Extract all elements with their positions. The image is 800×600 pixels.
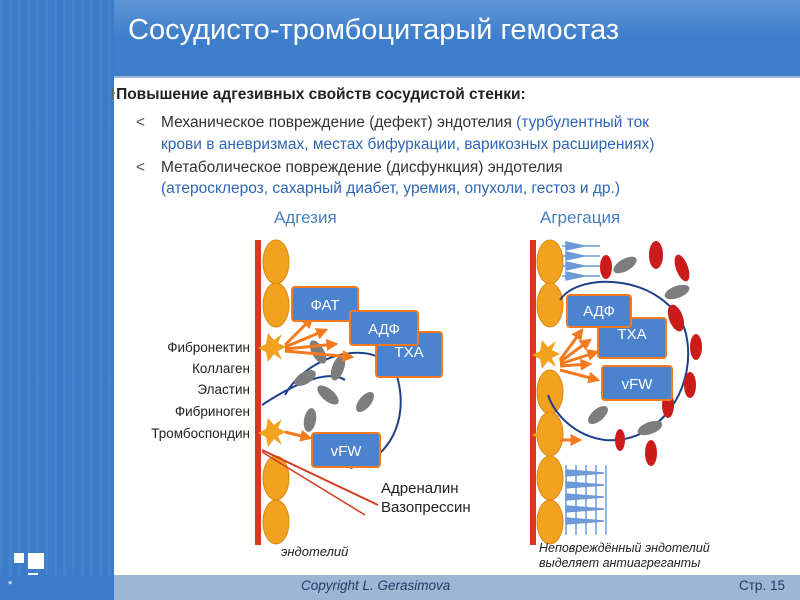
erythrocyte xyxy=(667,304,685,332)
protein-label-collagen: Коллаген xyxy=(192,361,250,376)
sidebar-panel xyxy=(0,0,114,600)
logo-square xyxy=(28,553,44,569)
bullet-arrow-icon: < xyxy=(136,159,146,176)
hormone-label-vasopressin: Вазопрессин xyxy=(381,499,471,516)
endothelial-cell xyxy=(262,239,290,285)
damage-spark-icon xyxy=(532,420,560,449)
platelet xyxy=(317,385,339,405)
erythrocytes xyxy=(600,241,702,466)
sidebar-pattern xyxy=(0,0,114,600)
platelet xyxy=(303,408,317,432)
endothelial-cell xyxy=(262,499,290,545)
bullet-1-line-1: Механическое повреждение (дефект) эндоте… xyxy=(161,112,649,133)
endothelial-cell xyxy=(536,282,564,328)
footer-band xyxy=(114,575,800,600)
intact-endothelium-caption-1: Неповреждённый эндотелий xyxy=(539,541,710,555)
endothelium-cells-left xyxy=(262,239,290,545)
title-bar-highlight xyxy=(114,0,800,38)
bullet-arrow-icon: < xyxy=(136,114,146,131)
erythrocyte xyxy=(600,255,612,279)
logo-square xyxy=(14,553,24,563)
endothelial-cell xyxy=(262,455,290,501)
bullet-1-text: Механическое повреждение (дефект) эндоте… xyxy=(161,114,517,131)
erythrocyte xyxy=(684,372,696,398)
aggregation-title: Агрегация xyxy=(540,208,621,227)
protein-label-fibronectin: Фибронектин xyxy=(167,340,250,355)
bullet-2-detail: (атеросклероз, сахарный диабет, уремия, … xyxy=(161,180,620,197)
erythrocyte xyxy=(645,440,657,466)
vessel-wall-left xyxy=(255,240,261,545)
protein-label-fibrinogen: Фибриноген xyxy=(174,404,250,419)
hormone-label-adrenaline: Адреналин xyxy=(381,480,459,497)
endothelial-cell xyxy=(536,455,564,501)
adhesion-title: Адгезия xyxy=(274,208,337,227)
heading-bullet-marker: ɫ xyxy=(110,86,116,103)
vessel-line xyxy=(261,451,366,516)
txa-label-left: ТХА xyxy=(394,344,423,361)
vfw-box-right xyxy=(601,365,673,401)
intact-endothelium-caption-2: выделяет антиагреганты xyxy=(539,556,701,570)
title-bar xyxy=(114,0,800,76)
endothelial-cell xyxy=(262,282,290,328)
damage-spark-icon xyxy=(258,333,286,362)
endothelial-cell xyxy=(536,239,564,285)
txa-label-right: ТХА xyxy=(617,326,646,343)
heading-text: Повышение адгезивных свойств сосудистой … xyxy=(116,86,526,103)
platelet xyxy=(294,370,316,386)
antiaggregant-flags-bottom xyxy=(565,465,607,535)
platelet xyxy=(637,420,663,436)
title-divider xyxy=(114,76,800,78)
bullet-1-detail-end: крови в аневризмах, местах бифуркации, в… xyxy=(161,136,655,153)
vessel-wall-right xyxy=(530,240,536,545)
adp-label-left: АДФ xyxy=(368,321,400,338)
erythrocyte xyxy=(690,334,702,360)
platelet xyxy=(330,355,346,381)
release-arrows-left xyxy=(283,316,355,442)
vfw-label-left: vFW xyxy=(331,443,363,460)
erythrocyte xyxy=(615,429,625,451)
endothelial-cell xyxy=(536,369,564,415)
adp-box-left xyxy=(349,310,419,346)
adp-box-right xyxy=(566,294,632,328)
platelet xyxy=(356,392,374,412)
section-heading: ɫПовышение адгезивных свойств сосудистой… xyxy=(110,86,526,104)
antiaggregant-flags-top xyxy=(562,241,600,281)
endothelium-label: эндотелий xyxy=(281,544,349,559)
aggregate-outline xyxy=(547,280,690,442)
endothelium-cells-right xyxy=(536,239,564,545)
fat-box xyxy=(291,286,359,322)
footer-bar xyxy=(0,575,800,600)
damage-spark-icon xyxy=(532,340,560,369)
vfw-box-left xyxy=(311,432,381,468)
erythrocyte xyxy=(649,241,663,269)
copyright-text: Copyright L. Gerasimova xyxy=(301,578,451,593)
protein-label-thrombospondin: Тромбоспондин xyxy=(151,426,250,441)
footer-marker: * xyxy=(8,579,13,591)
endothelial-cell xyxy=(536,499,564,545)
page-number: Стр. 15 xyxy=(739,578,785,593)
vessel-line xyxy=(261,449,379,506)
platelet xyxy=(588,406,608,424)
platelet-membrane-outline xyxy=(284,351,402,469)
platelet xyxy=(613,256,637,274)
fat-label: ФАТ xyxy=(310,297,339,314)
damage-spark-icon xyxy=(258,418,286,447)
protein-label-elastin: Эластин xyxy=(197,382,250,397)
erythrocyte xyxy=(674,254,690,282)
slide-title: Сосудисто-тромбоцитарый гемостаз xyxy=(128,14,620,46)
vfw-label-right: vFW xyxy=(622,376,654,393)
platelets-left xyxy=(294,340,374,432)
platelet xyxy=(664,284,690,300)
bullet-2-text: Метаболическое повреждение (дисфункция) … xyxy=(161,159,563,176)
release-arrows-right xyxy=(558,328,601,446)
bullet-1-detail-start: (турбулентный ток xyxy=(516,114,650,131)
adp-label-right: АДФ xyxy=(583,303,615,320)
